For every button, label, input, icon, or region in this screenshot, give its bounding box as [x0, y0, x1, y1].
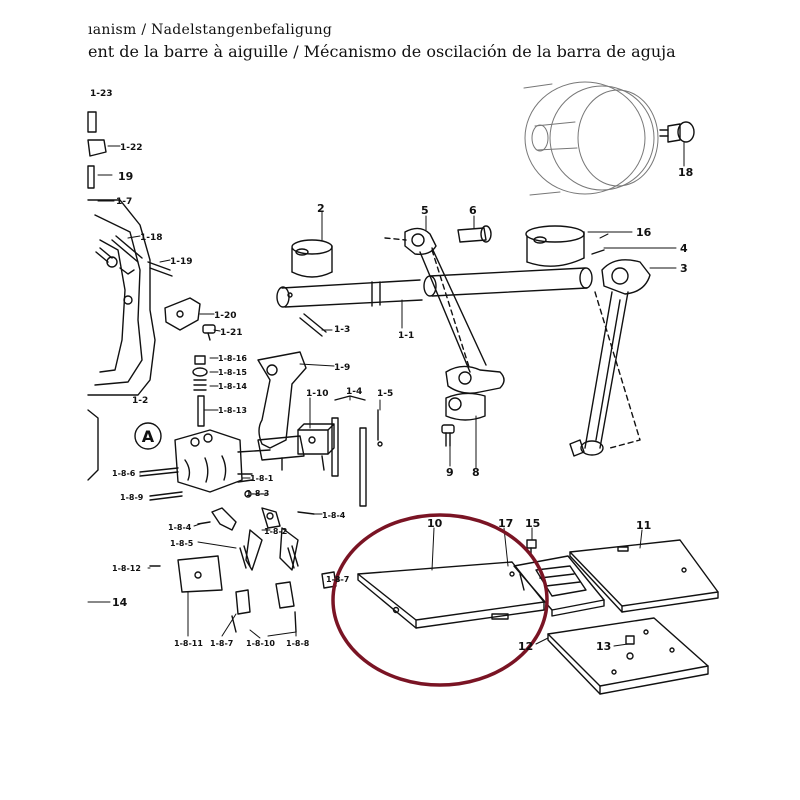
- label-9: 9: [446, 466, 454, 479]
- label-1-8-4-left: 1-8-4: [168, 523, 192, 532]
- label-13: 13: [596, 640, 611, 653]
- bracket-1-20: [164, 297, 216, 341]
- label-1-8-14: 1-8-14: [218, 382, 247, 391]
- label-1-20: 1-20: [214, 311, 237, 321]
- label-1-7: 1-7: [116, 197, 132, 207]
- highlight-ellipse: [331, 513, 549, 687]
- pin-1-3: [299, 313, 327, 337]
- callout-circle-A: [134, 422, 162, 450]
- label-1-8-8: 1-8-8: [286, 639, 310, 648]
- screw-9: [441, 424, 455, 447]
- screw-18: [659, 121, 695, 143]
- label-16: 16: [636, 226, 652, 239]
- label-1-8-5: 1-8-5: [170, 539, 194, 548]
- label-1-3: 1-3: [334, 325, 350, 335]
- label-1-8-11: 1-8-11: [174, 639, 203, 648]
- label-11: 11: [636, 519, 651, 532]
- label-15: 15: [525, 517, 540, 530]
- label-1-8-13: 1-8-13: [218, 406, 247, 415]
- label-14: 14: [112, 596, 128, 609]
- header-line-2: ent de la barre à aiguille / Mécanismo d…: [88, 42, 676, 61]
- label-1-18: 1-18: [140, 233, 163, 243]
- label-5: 5: [421, 204, 429, 217]
- label-1-8-15: 1-8-15: [218, 368, 247, 377]
- label-1-8-10: 1-8-10: [246, 639, 275, 648]
- slide-plate-11: [569, 539, 719, 613]
- label-1-8-4-right: 1-8-4: [322, 511, 346, 520]
- label-18: 18: [678, 166, 693, 179]
- label-1-23: 1-23: [90, 89, 113, 99]
- label-4: 4: [680, 242, 688, 255]
- bars-1-4: [331, 395, 367, 507]
- small-parts-top-left: [87, 111, 173, 277]
- label-1-5: 1-5: [377, 389, 393, 399]
- machine-frame: [87, 199, 156, 481]
- label-1-8-9: 1-8-9: [120, 493, 144, 502]
- label-1-10: 1-10: [306, 389, 329, 399]
- label-1-8-12: 1-8-12: [112, 564, 141, 573]
- label-1-22: 1-22: [120, 143, 143, 153]
- needle-clamp-assembly-A: [139, 429, 271, 501]
- link-5: [404, 225, 492, 373]
- small-parts-1-8-13-to-16: [192, 355, 208, 427]
- arm-1-9: [257, 351, 307, 471]
- main-shaft-1-1: [276, 267, 593, 308]
- label-1-1: 1-1: [398, 331, 414, 341]
- header-line-1: ıanism / Nadelstangenbefaligung: [88, 22, 333, 38]
- label-1-8-16: 1-8-16: [218, 354, 247, 363]
- label-1-4: 1-4: [346, 387, 362, 397]
- throat-plate-17: [513, 555, 605, 617]
- label-3: 3: [680, 262, 688, 275]
- handwheel-sketch: [523, 81, 659, 196]
- label-19: 19: [118, 170, 133, 183]
- dashed-guides: [384, 237, 641, 449]
- label-1-9: 1-9: [334, 363, 350, 373]
- label-1-8-6: 1-8-6: [112, 469, 136, 478]
- crank-rod-3: [569, 249, 651, 457]
- label-1-2: 1-2: [132, 396, 148, 406]
- small-parts-lower-left: [149, 507, 337, 633]
- label-1-8-7: 1-8-7: [210, 639, 233, 648]
- bushing-16: [525, 225, 585, 267]
- label-1-8-3: 1-8-3: [246, 489, 269, 498]
- label-2: 2: [317, 202, 325, 215]
- label-1-21: 1-21: [220, 328, 243, 338]
- label-1-8-7-right: 1-8-7: [326, 575, 349, 584]
- label-1-8-2: 1-8-2: [264, 527, 287, 536]
- bed-plate-13: [547, 617, 709, 695]
- leader-lines: [87, 141, 685, 647]
- label-1-19: 1-19: [170, 257, 193, 267]
- collar-8: [445, 365, 505, 421]
- block-1-10: [297, 423, 335, 471]
- label-10: 10: [427, 517, 443, 530]
- label-1-8-1: 1-8-1: [250, 474, 274, 483]
- label-6: 6: [469, 204, 477, 217]
- slide-plate-10: [357, 561, 545, 629]
- bushing-2: [291, 239, 333, 278]
- label-12: 12: [518, 640, 533, 653]
- callout-letter-A: A: [142, 427, 155, 446]
- screw-1-5: [377, 409, 383, 447]
- label-17: 17: [498, 517, 513, 530]
- label-8: 8: [472, 466, 480, 479]
